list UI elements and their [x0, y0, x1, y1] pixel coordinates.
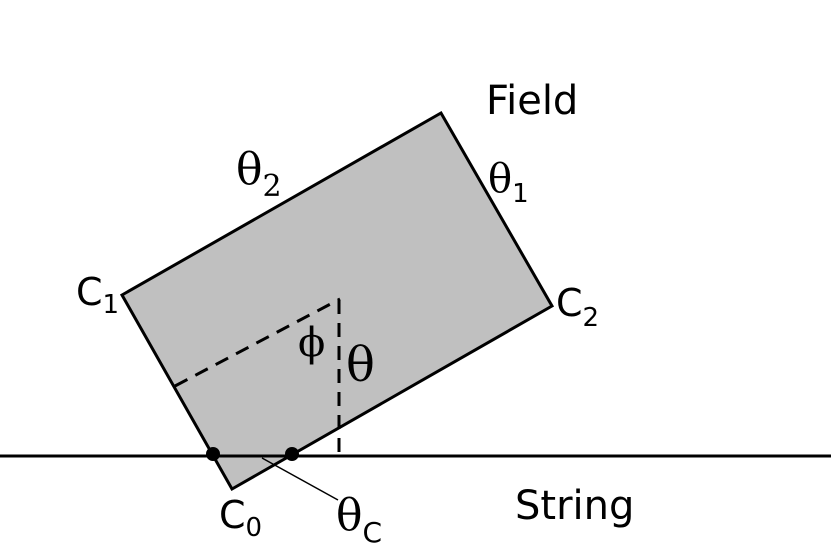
- phi-dashed-line: [174, 297, 341, 388]
- intersection-point-left: [206, 447, 220, 461]
- intersection-point-right: [285, 447, 299, 461]
- phi-label: ϕ: [298, 320, 325, 366]
- theta-label: θ: [346, 337, 375, 393]
- theta2-label: θ2: [236, 144, 282, 204]
- rotated-rectangle: [119, 110, 555, 492]
- field-label: Field: [486, 78, 578, 124]
- theta-c-label: θC: [336, 490, 382, 549]
- c1-label: C1: [76, 270, 119, 320]
- c2-label: C2: [556, 281, 599, 333]
- string-label: String: [515, 483, 634, 529]
- theta-c-leader-line: [261, 457, 339, 501]
- theta1-label: θ1: [488, 156, 529, 209]
- c0-label: C0: [219, 493, 262, 543]
